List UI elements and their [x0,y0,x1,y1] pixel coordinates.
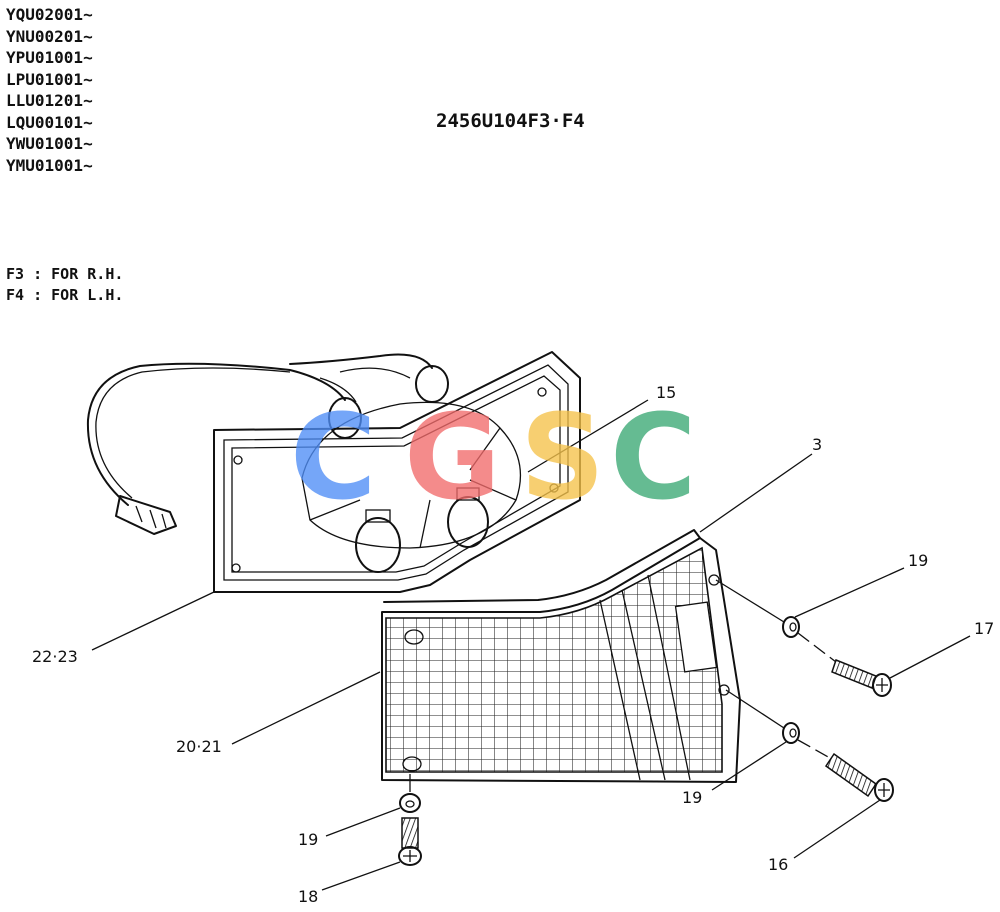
screw-18 [398,817,422,866]
serial-number: LLU01201~ [6,91,93,110]
variant-note-lh: F4 : FOR L.H. [6,286,124,304]
serial-number: YQU02001~ [6,5,93,24]
washer-lower-right [782,722,800,744]
lamp-housing [86,351,581,593]
wiring-harness [86,353,433,535]
callout-16: 16 [768,855,788,874]
bulb [447,487,489,548]
callout-20-21: 20·21 [176,737,222,756]
serial-number-list: YQU02001~ YNU00201~ YPU01001~ LPU01001~ … [6,4,93,176]
socket [328,365,449,439]
variant-note-rh: F3 : FOR R.H. [6,265,124,283]
assembly-lines [409,579,837,792]
serial-number: YWU01001~ [6,134,93,153]
serial-number: YPU01001~ [6,48,93,67]
washer-upper-right [782,616,800,638]
screw-17 [831,659,892,697]
callout-19: 19 [682,788,702,807]
callout-22-23: 22·23 [32,647,78,666]
lamp-lens [381,529,741,783]
variant-notes: F3 : FOR R.H. F4 : FOR L.H. [6,264,123,306]
callout-19: 19 [908,551,928,570]
callouts: 15 3 19 17 22·23 20·21 19 16 19 18 [32,383,994,906]
serial-number: YMU01001~ [6,155,93,175]
watermark-letter: C [610,388,697,526]
serial-number: LQU00101~ [6,112,93,132]
callout-15: 15 [656,383,676,402]
serial-number: YNU00201~ [6,26,93,46]
callout-3: 3 [812,435,822,454]
drawing-number: 2456U104F3·F4 [436,110,585,132]
washer-bottom [399,793,421,813]
watermark-logo: C G S C [290,388,697,526]
watermark-letter: C [290,388,377,526]
watermark-letter: S [520,388,605,526]
callout-17: 17 [974,619,994,638]
bulb [355,509,401,573]
serial-number: LPU01001~ [6,69,93,89]
callout-19: 19 [298,830,318,849]
screw-16 [824,752,894,802]
watermark-letter: G [404,388,501,526]
leader-lines [91,399,971,891]
callout-18: 18 [298,887,318,906]
